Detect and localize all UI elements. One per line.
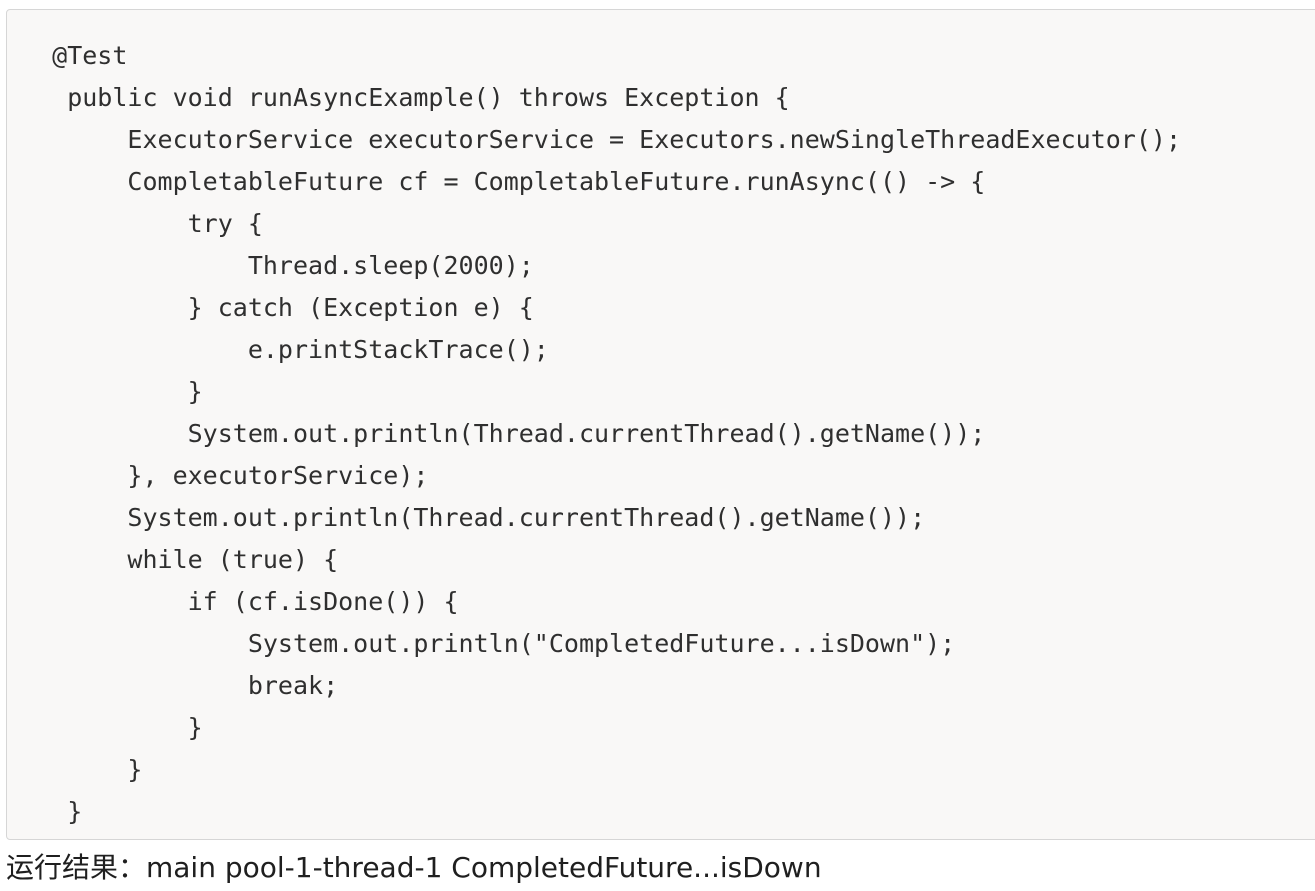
code-block: @Test public void runAsyncExample() thro… <box>6 9 1315 840</box>
code-line: System.out.println(Thread.currentThread(… <box>7 419 986 448</box>
code-line: } <box>7 377 203 406</box>
code-line: public void runAsyncExample() throws Exc… <box>7 83 790 112</box>
code-line: System.out.println("CompletedFuture...is… <box>7 629 956 658</box>
code-line: ExecutorService executorService = Execut… <box>7 125 1181 154</box>
code-line: if (cf.isDone()) { <box>7 587 459 616</box>
code-line: try { <box>7 209 263 238</box>
code-line: CompletableFuture cf = CompletableFuture… <box>7 167 986 196</box>
code-line: } catch (Exception e) { <box>7 293 534 322</box>
code-line: Thread.sleep(2000); <box>7 251 534 280</box>
code-line: e.printStackTrace(); <box>7 335 549 364</box>
code-line: } <box>7 755 143 784</box>
run-result-text: 运行结果：main pool-1-thread-1 CompletedFutur… <box>6 851 822 884</box>
code-line: System.out.println(Thread.currentThread(… <box>7 503 926 532</box>
code-line: } <box>7 797 83 826</box>
code-content: @Test public void runAsyncExample() thro… <box>7 35 1181 833</box>
code-line: }, executorService); <box>7 461 429 490</box>
code-line: } <box>7 713 203 742</box>
code-line: while (true) { <box>7 545 339 574</box>
code-line: @Test <box>7 41 128 70</box>
code-line: break; <box>7 671 339 700</box>
